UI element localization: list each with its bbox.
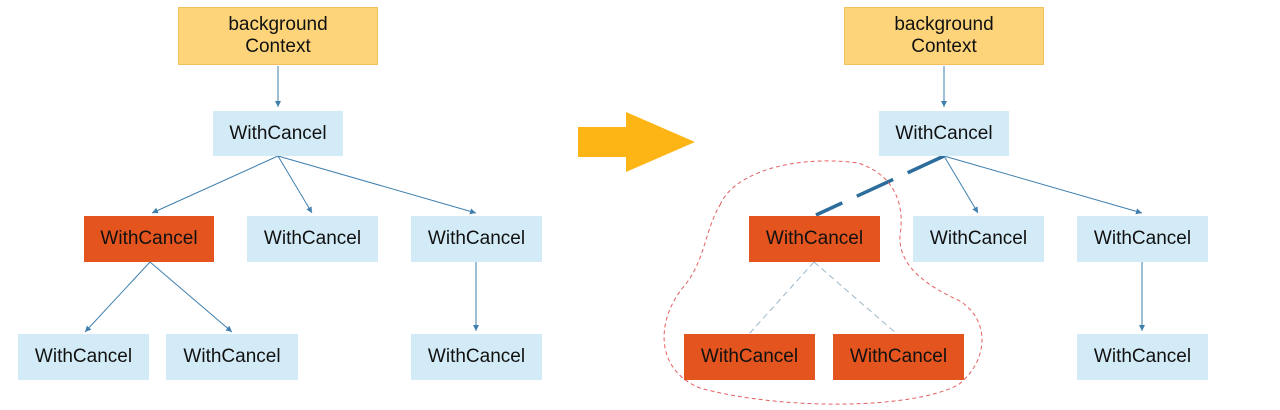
- right-withcancel-l1-node: WithCancel: [879, 111, 1009, 156]
- left-withcancel-l2-c-node: WithCancel: [411, 216, 542, 262]
- right-l3c-label: WithCancel: [1093, 346, 1192, 367]
- left-background-context-node: background Context: [178, 7, 378, 65]
- right-l2c-label: WithCancel: [1093, 228, 1192, 249]
- left-l3b-label: WithCancel: [183, 346, 281, 367]
- right-withcancel-l2-c-node: WithCancel: [1077, 216, 1208, 262]
- left-withcancel-l3-a-node: WithCancel: [18, 334, 149, 380]
- right-l2a-label: WithCancel: [765, 228, 864, 249]
- left-l2c-label: WithCancel: [427, 228, 526, 249]
- right-edge-l2a-to-l3a-dashed: [748, 261, 815, 335]
- left-root-label: background Context: [228, 14, 328, 57]
- left-withcancel-l3-c-node: WithCancel: [411, 334, 542, 380]
- right-l3b-label: WithCancel: [849, 346, 948, 367]
- left-withcancel-l3-b-node: WithCancel: [166, 334, 298, 380]
- right-edge-l1-to-l2c: [943, 155, 1143, 215]
- left-edge-l2a-to-l3b: [149, 261, 233, 333]
- left-l2b-label: WithCancel: [263, 228, 362, 249]
- left-edge-l1-to-l2a: [151, 155, 279, 214]
- right-l1-label: WithCancel: [895, 122, 993, 144]
- right-edge-l1-to-l2b: [943, 155, 979, 214]
- right-background-context-node: background Context: [844, 7, 1044, 65]
- left-l3c-label: WithCancel: [427, 346, 526, 367]
- left-l3a-label: WithCancel: [34, 346, 133, 367]
- right-withcancel-l2-b-node: WithCancel: [913, 216, 1044, 262]
- left-edge-l1-to-l2c: [277, 155, 477, 215]
- right-edge-l1-to-l2a-broken: [815, 154, 945, 217]
- right-root-label: background Context: [894, 14, 994, 57]
- left-l2a-label: WithCancel: [100, 228, 198, 249]
- left-edge-l2a-to-l3a: [84, 261, 151, 333]
- right-l3a-label: WithCancel: [700, 346, 799, 367]
- right-edge-l2a-to-l3b-dashed: [813, 261, 898, 335]
- left-withcancel-l2-b-node: WithCancel: [247, 216, 378, 262]
- right-l2b-label: WithCancel: [929, 228, 1028, 249]
- right-withcancel-l2-a-node-cancelled: WithCancel: [749, 216, 880, 262]
- left-edge-l1-to-l2b: [277, 155, 313, 214]
- cancelled-subtree-outline: [663, 160, 983, 405]
- right-withcancel-l3-a-node-cancelled: WithCancel: [684, 334, 815, 380]
- transition-arrow: [578, 112, 695, 172]
- left-withcancel-l2-a-node: WithCancel: [84, 216, 214, 262]
- left-l1-label: WithCancel: [229, 122, 327, 144]
- right-withcancel-l3-c-node: WithCancel: [1077, 334, 1208, 380]
- left-withcancel-l1-node: WithCancel: [213, 111, 343, 156]
- right-withcancel-l3-b-node-cancelled: WithCancel: [833, 334, 964, 380]
